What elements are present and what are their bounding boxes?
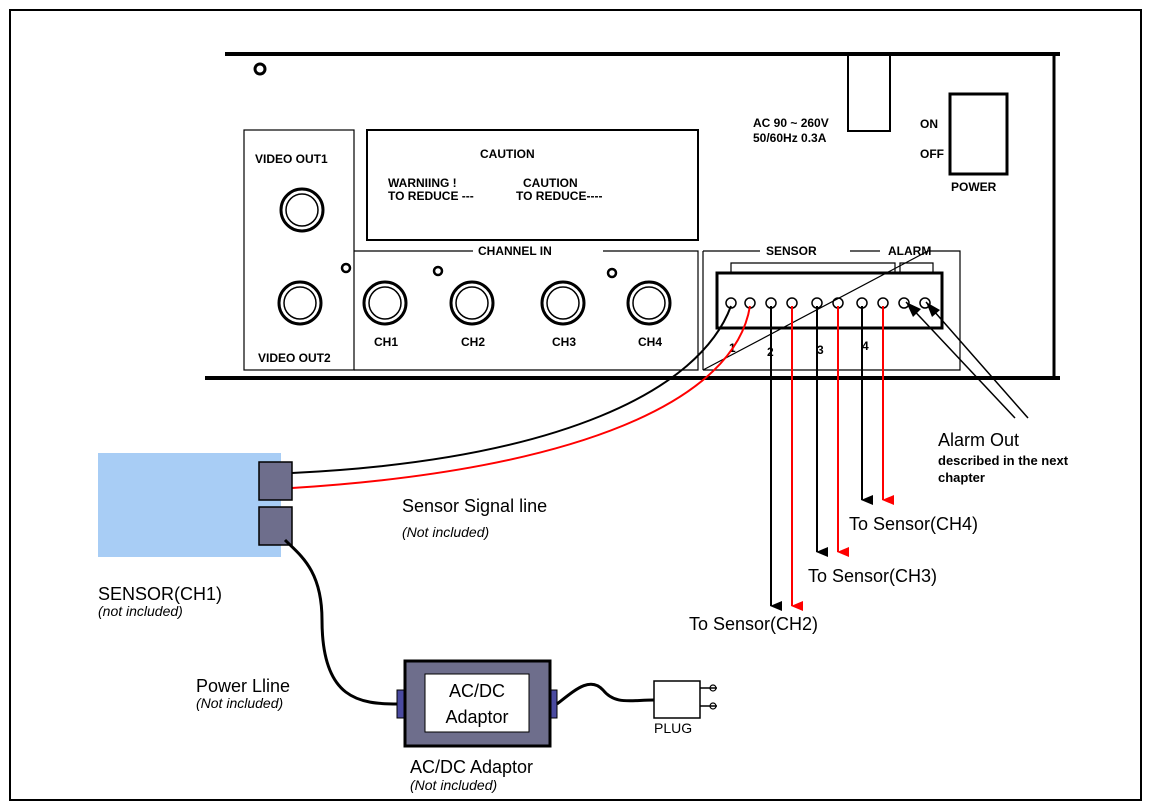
power-line-label: Power Lline xyxy=(196,676,290,696)
caution-title: CAUTION xyxy=(480,147,535,161)
caution-reduce-a: TO REDUCE --- xyxy=(388,189,474,203)
alarm-out-arrowhead xyxy=(926,302,940,317)
ch3-jack xyxy=(540,280,586,326)
terminal-4-label: 4 xyxy=(862,339,869,353)
ch3-label: CH3 xyxy=(552,335,576,349)
alarm-out-arrow xyxy=(905,301,1016,419)
sensor-alarm-group: SENSOR ALARM 1 2 3 4 xyxy=(702,244,961,371)
channel-in-group: CHANNEL IN CH1 CH2 CH3 CH4 xyxy=(354,244,699,371)
ch1-jack xyxy=(362,280,408,326)
plug-label: PLUG xyxy=(654,720,692,736)
video-out2-jack xyxy=(277,280,323,326)
terminal-3-label: 3 xyxy=(817,343,824,357)
screw-hole xyxy=(432,265,444,277)
ac-rating-line1: AC 90 ~ 260V xyxy=(753,116,829,130)
screw-hole xyxy=(253,62,267,76)
caution-label xyxy=(366,129,699,241)
alarm-group-label: ALARM xyxy=(888,244,931,258)
ch4-label: CH4 xyxy=(638,335,662,349)
screw-hole xyxy=(606,267,618,279)
outer-frame xyxy=(9,9,1142,801)
alarm-out-arrow xyxy=(925,301,1029,419)
power-line-wire xyxy=(283,538,399,706)
ch2-label: CH2 xyxy=(461,335,485,349)
signal-line-note: (Not included) xyxy=(402,524,489,540)
video-out1-label: VIDEO OUT1 xyxy=(255,152,328,166)
caution-warning: WARNIING ! xyxy=(388,176,457,190)
sensor-ch1-note: (not included) xyxy=(98,603,183,619)
to-sensor-ch4-label: To Sensor(CH4) xyxy=(849,514,978,534)
to-sensor-ch2-label: To Sensor(CH2) xyxy=(689,614,818,634)
sensor-signal-wire-red xyxy=(291,305,751,489)
sensor-signal-connector xyxy=(258,461,293,501)
sensor-group-label: SENSOR xyxy=(766,244,817,258)
switch-on-label: ON xyxy=(920,117,938,131)
power-line-note: (Not included) xyxy=(196,695,283,711)
caution-subtitle: CAUTION xyxy=(523,176,578,190)
plug-cable xyxy=(556,682,655,706)
adaptor-box-line2: Adaptor xyxy=(445,707,508,727)
switch-off-label: OFF xyxy=(920,147,944,161)
device-rear-panel: AC 90 ~ 260V 50/60Hz 0.3A ON OFF POWER V… xyxy=(205,52,1060,380)
to-sensor-ch3-label: To Sensor(CH3) xyxy=(808,566,937,586)
sensor-ch1-label: SENSOR(CH1) xyxy=(98,584,222,604)
screw-hole xyxy=(340,262,352,274)
sensor-signal-wire-black xyxy=(291,305,732,474)
adaptor-note: (Not included) xyxy=(410,777,497,793)
alarm-out-label: Alarm Out xyxy=(938,430,1019,450)
alarm-out-desc1: described in the next xyxy=(938,453,1069,468)
ch4-jack xyxy=(626,280,672,326)
ch2-jack xyxy=(449,280,495,326)
adaptor-box-line1: AC/DC xyxy=(449,681,505,701)
sensor-power-connector xyxy=(258,506,293,546)
power-switch xyxy=(948,92,1009,176)
plug xyxy=(653,680,717,719)
ac-dc-adaptor: AC/DC Adaptor xyxy=(396,659,558,748)
sensor-ch1-device xyxy=(98,453,293,557)
signal-line-label: Sensor Signal line xyxy=(402,496,547,516)
video-out2-label: VIDEO OUT2 xyxy=(258,351,331,365)
alarm-out-arrowhead xyxy=(906,302,921,317)
video-out-box xyxy=(243,129,355,371)
channel-in-label: CHANNEL IN xyxy=(478,244,552,258)
ac-rating-line2: 50/60Hz 0.3A xyxy=(753,131,827,145)
alarm-out-desc2: chapter xyxy=(938,470,985,485)
video-out1-jack xyxy=(279,187,325,233)
terminal-holes xyxy=(725,297,931,309)
ch1-label: CH1 xyxy=(374,335,398,349)
adaptor-caption: AC/DC Adaptor xyxy=(410,757,533,777)
caution-reduce-b: TO REDUCE---- xyxy=(516,189,602,203)
terminal-block xyxy=(715,271,944,330)
power-label: POWER xyxy=(951,180,997,194)
power-cord-entry xyxy=(847,53,891,132)
